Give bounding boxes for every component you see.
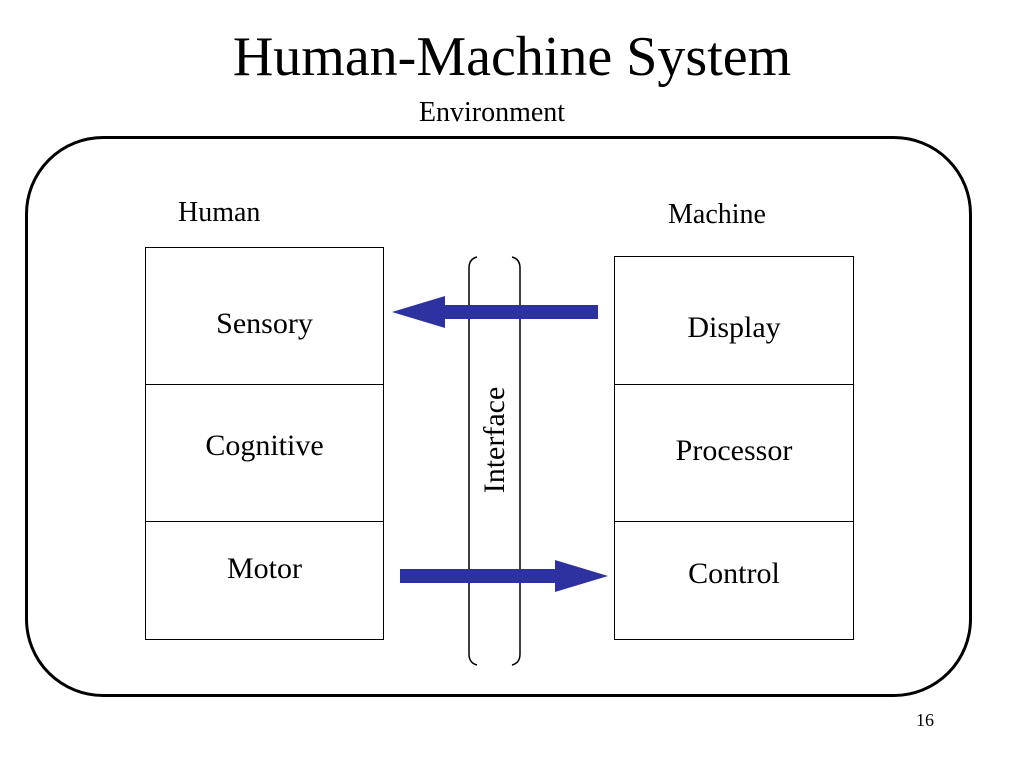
human-label: Human bbox=[178, 197, 261, 228]
human-component-cognitive: Cognitive bbox=[205, 429, 324, 462]
interface-bracket-right bbox=[511, 256, 521, 666]
machine-component-display: Display bbox=[687, 311, 781, 344]
arrow-motor-to-control bbox=[400, 560, 608, 592]
environment-label: Environment bbox=[418, 97, 566, 128]
human-divider-1 bbox=[146, 384, 383, 385]
human-component-sensory: Sensory bbox=[216, 307, 313, 340]
environment-boundary bbox=[25, 136, 972, 697]
machine-component-processor: Processor bbox=[675, 434, 793, 467]
machine-component-control: Control bbox=[688, 557, 780, 590]
machine-divider-2 bbox=[615, 521, 853, 522]
page-number: 16 bbox=[916, 710, 934, 730]
slide-title: Human-Machine System bbox=[232, 26, 792, 88]
machine-stack: Display Processor Control bbox=[614, 256, 854, 640]
interface-bracket-left bbox=[468, 256, 478, 666]
interface-label: Interface bbox=[478, 386, 511, 494]
arrow-display-to-sensory bbox=[392, 296, 598, 328]
human-divider-2 bbox=[146, 521, 383, 522]
human-stack: Sensory Cognitive Motor bbox=[145, 247, 384, 640]
human-component-motor: Motor bbox=[227, 552, 302, 585]
machine-label: Machine bbox=[668, 199, 766, 230]
machine-divider-1 bbox=[615, 384, 853, 385]
